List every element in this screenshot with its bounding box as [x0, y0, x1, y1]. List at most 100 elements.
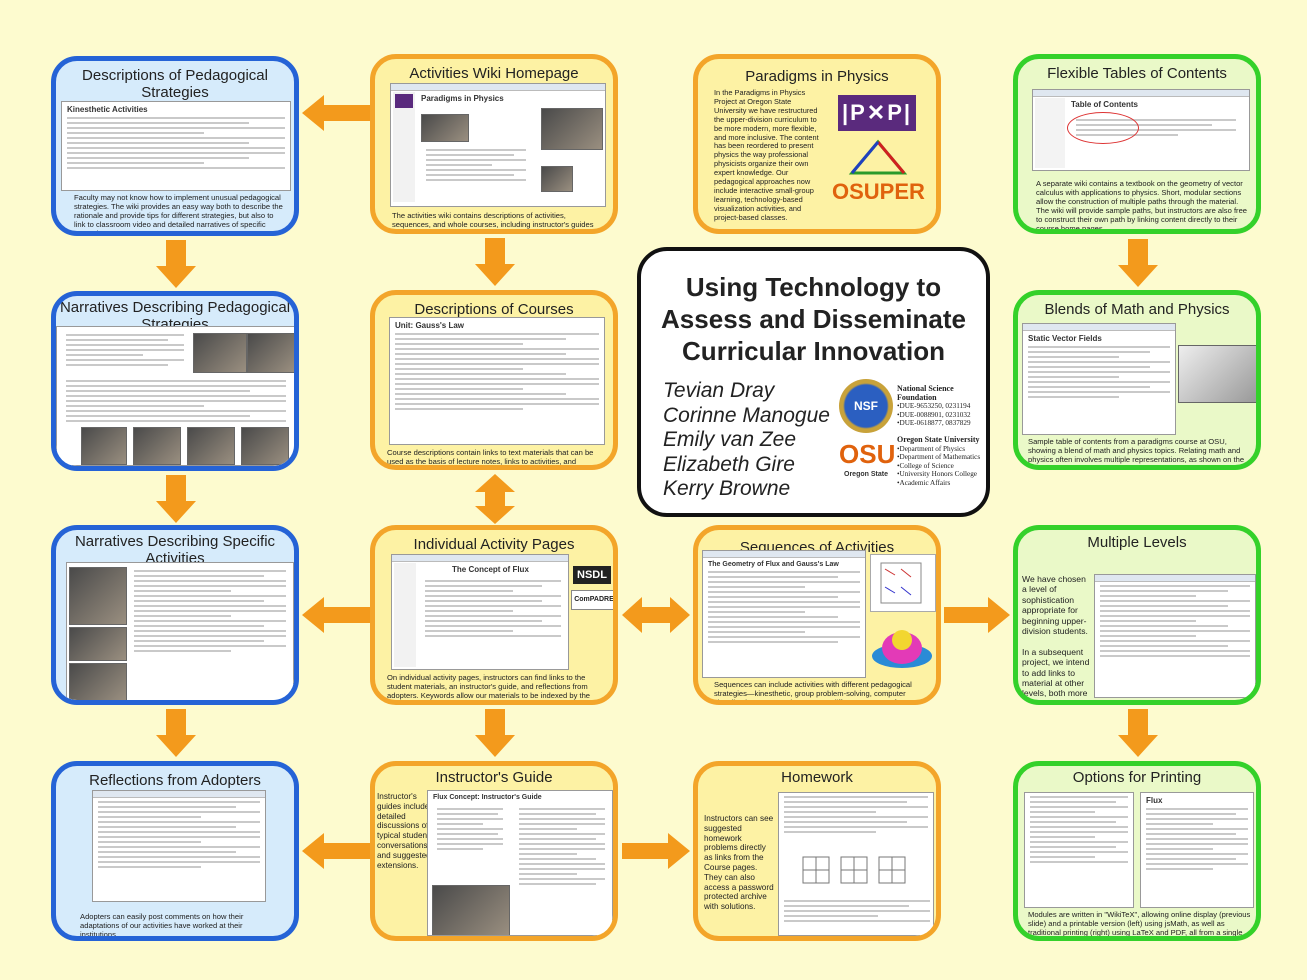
wiki-screenshot: Table of Contents — [1032, 89, 1250, 171]
arrow-left-icon — [302, 833, 370, 869]
panel-descriptions-of-courses: Descriptions of Courses Unit: Gauss's La… — [370, 290, 618, 470]
thumb-heading: Unit: Gauss's Law — [395, 321, 465, 330]
panel-title: Flexible Tables of Contents — [1047, 65, 1227, 82]
narrative-document — [66, 562, 294, 700]
nsdl-logo: NSDL — [573, 566, 611, 584]
thumb-heading: Static Vector Fields — [1028, 334, 1102, 343]
author-name: Tevian Dray — [663, 379, 775, 402]
panel-descriptions-pedagogical-strategies: Descriptions of Pedagogical Strategies K… — [51, 56, 299, 236]
poster-title: Using Technology to Assess and Dissemina… — [661, 272, 966, 366]
arrow-left-icon — [302, 597, 370, 633]
classroom-photo — [69, 567, 127, 625]
panel-homework: Homework Instructors can see suggested h… — [693, 761, 941, 941]
activity-page-screenshot: The Concept of Flux — [391, 554, 569, 670]
osu-logo-text: OSU — [839, 439, 896, 469]
panel-title: Homework — [781, 769, 853, 786]
thumb-heading: Paradigms in Physics — [421, 94, 504, 103]
panel-narratives-pedagogical-strategies: Narratives Describing Pedagogical Strate… — [51, 291, 299, 471]
arrow-left-icon — [302, 95, 370, 131]
panel-blends-of-math-and-physics: Blends of Math and Physics Static Vector… — [1013, 290, 1261, 470]
thumb-heading: Table of Contents — [1071, 100, 1138, 109]
lattice-diagram — [799, 849, 909, 889]
author-list: Tevian Dray Corinne Manogue Emily van Ze… — [663, 379, 830, 502]
author-name: Corinne Manogue — [663, 403, 830, 427]
panel-title: Blends of Math and Physics — [1044, 301, 1230, 318]
vector-field-plot — [870, 554, 936, 612]
wiki-screenshot: Static Vector Fields — [1022, 323, 1176, 435]
author-name: Elizabeth Gire — [663, 452, 795, 476]
panel-title: Multiple Levels — [1087, 534, 1187, 551]
thumb-heading: The Geometry of Flux and Gauss's Law — [708, 561, 839, 568]
panel-caption: Sample table of contents from a paradigm… — [1028, 437, 1245, 470]
panel-body: We have chosen a level of sophistication… — [1022, 574, 1090, 705]
arrow-down-icon — [475, 238, 515, 286]
latex-pdf-screenshot: Flux — [1140, 792, 1254, 908]
panel-options-for-printing: Options for Printing Flux Modules are wr… — [1013, 761, 1261, 941]
osuper-logo: OSUPER — [832, 179, 925, 204]
course-page-screenshot: Unit: Gauss's Law — [389, 317, 605, 445]
classroom-photo — [241, 427, 289, 465]
panel-reflections-from-adopters: Reflections from Adopters Adopters can e… — [51, 761, 299, 941]
reflection-page-screenshot — [92, 790, 266, 902]
compadre-logo: ComPADRE — [571, 590, 613, 610]
classroom-photo — [247, 333, 294, 373]
osu-unit: •Department of Mathematics — [897, 453, 981, 462]
arrow-updown-icon — [475, 474, 515, 524]
classroom-photo — [69, 663, 127, 700]
guide-page-screenshot: Flux Concept: Instructor's Guide — [427, 790, 613, 936]
panel-body: Instructors can see suggested homework p… — [704, 814, 774, 912]
panel-flexible-tables-of-contents: Flexible Tables of Contents Table of Con… — [1013, 54, 1261, 234]
nsf-logo: NSF — [839, 379, 893, 433]
thumb-heading: Flux — [1146, 796, 1163, 805]
grant-number: •DUE-0088901, 0231032 — [897, 410, 971, 419]
triangle-logo — [848, 139, 908, 177]
classroom-photo — [432, 885, 510, 935]
author-name: Kerry Browne — [663, 477, 791, 500]
homework-page-screenshot — [778, 792, 934, 936]
panel-title: Activities Wiki Homepage — [409, 65, 579, 82]
paradigms-logo: |P✕P| — [838, 95, 916, 131]
poster-title-block: Using Technology to Assess and Dissemina… — [637, 247, 990, 517]
classroom-photo — [193, 333, 247, 373]
photo — [541, 166, 573, 192]
panel-sequences-of-activities: Sequences of Activities The Geometry of … — [693, 525, 941, 705]
classroom-photo — [69, 627, 127, 661]
printable-version-screenshot — [1024, 792, 1134, 908]
panel-paradigms-in-physics: Paradigms in Physics In the Paradigms in… — [693, 54, 941, 234]
whiteboard-photo — [1178, 345, 1256, 403]
panel-activities-wiki-homepage: Activities Wiki Homepage Paradigms in Ph… — [370, 54, 618, 234]
panel-caption: Course descriptions contain links to tex… — [387, 448, 594, 466]
panel-body: In the Paradigms in Physics Project at O… — [714, 88, 819, 222]
wiki-screenshot: Paradigms in Physics — [390, 83, 606, 207]
panel-caption: Faculty may not know how to implement un… — [74, 193, 283, 236]
panel-caption: The activities wiki contains description… — [392, 211, 594, 234]
osu-heading: Oregon State University — [897, 434, 980, 444]
panel-title: Individual Activity Pages — [413, 536, 575, 553]
wiki-screenshot: Kinesthetic Activities — [61, 101, 291, 191]
panel-caption: Modules are written in "WikiTeX", allowi… — [1028, 910, 1251, 937]
sequence-page-screenshot: The Geometry of Flux and Gauss's Law — [702, 550, 866, 678]
arrow-down-icon — [1118, 709, 1158, 757]
thumb-heading: Kinesthetic Activities — [67, 105, 148, 114]
panel-individual-activity-pages: Individual Activity Pages The Concept of… — [370, 525, 618, 705]
panel-instructors-guide: Instructor's Guide Instructor's guides i… — [370, 761, 618, 941]
panel-caption: Sequences can include activities with di… — [714, 680, 912, 705]
osu-unit: •University Honors College — [897, 470, 977, 479]
panel-body: Instructor's guides include detailed dis… — [377, 792, 431, 870]
panel-title: Descriptions of Courses — [414, 301, 574, 318]
panel-caption: A separate wiki contains a textbook on t… — [1036, 179, 1248, 233]
osu-unit: •Academic Affairs — [897, 478, 951, 487]
panel-title: Paradigms in Physics — [745, 68, 889, 85]
arrow-down-icon — [156, 475, 196, 523]
photo — [541, 108, 603, 150]
grant-number: •DUE-9653250, 0231194 — [897, 402, 971, 411]
author-name: Emily van Zee — [663, 428, 797, 451]
osu-unit: •College of Science — [897, 461, 954, 470]
surface-plot — [870, 618, 934, 672]
panel-caption: Adopters can easily post comments on how… — [80, 912, 244, 939]
panel-title: Options for Printing — [1072, 769, 1202, 786]
arrow-down-icon — [156, 240, 196, 288]
thumb-heading: Flux Concept: Instructor's Guide — [433, 794, 542, 801]
osu-unit: •Department of Physics — [897, 444, 965, 453]
wiki-screenshot — [1094, 574, 1256, 698]
